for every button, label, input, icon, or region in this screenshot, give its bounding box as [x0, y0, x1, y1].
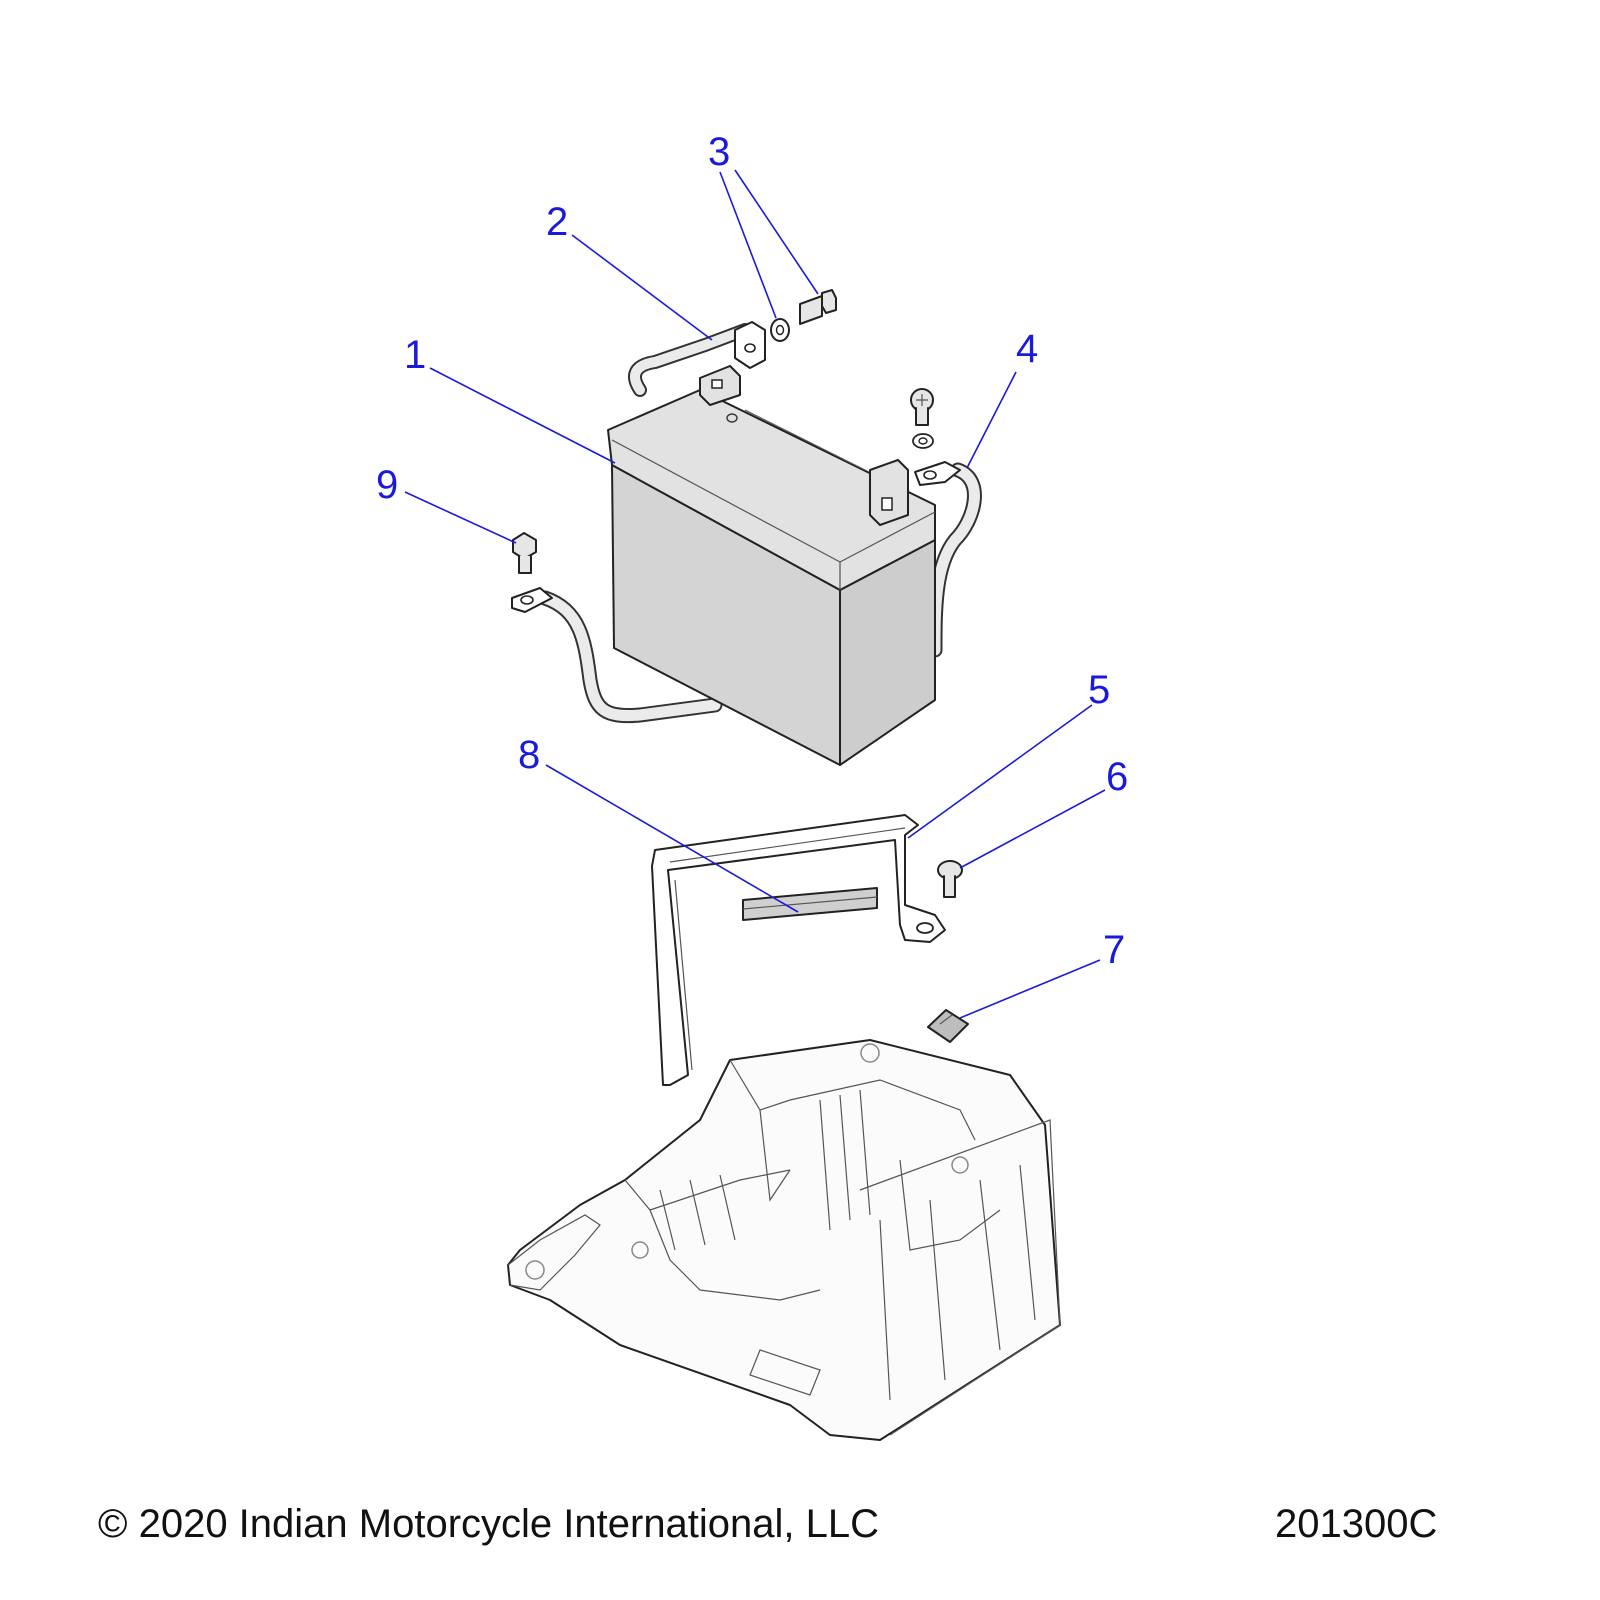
callouts: 1 2 3 4 5 6 7 8 9 [376, 130, 1128, 972]
leader-3b [734, 169, 819, 295]
leader-7 [959, 959, 1101, 1019]
battery-tray [507, 1039, 1061, 1441]
callout-2: 2 [546, 200, 568, 244]
battery-pad [742, 887, 878, 921]
leader-lines [404, 169, 1106, 1019]
bolt-3 [799, 289, 837, 325]
clip-nut [927, 1009, 969, 1043]
drawing-number: 201300C [1275, 1502, 1438, 1546]
washer-3 [770, 318, 790, 342]
callout-9: 9 [376, 463, 398, 507]
negative-cable [511, 587, 723, 724]
callout-4: 4 [1016, 327, 1038, 371]
callout-1: 1 [404, 333, 426, 377]
callout-5: 5 [1088, 668, 1110, 712]
leader-1 [429, 367, 616, 464]
leader-9 [404, 491, 517, 544]
screw-6 [937, 860, 963, 898]
copyright-text: © 2020 Indian Motorcycle International, … [98, 1502, 880, 1546]
bolt-9 [512, 532, 537, 574]
leader-8 [545, 764, 799, 913]
callout-8: 8 [518, 733, 540, 777]
battery [607, 323, 936, 766]
leader-4 [966, 371, 1017, 469]
hold-down-bracket [651, 814, 946, 1086]
leader-5 [907, 704, 1093, 839]
cable-2-lug [734, 321, 766, 369]
leader-2 [571, 234, 713, 341]
leader-3a [719, 171, 777, 319]
leader-6 [959, 789, 1106, 869]
callout-3: 3 [708, 130, 730, 174]
callout-7: 7 [1103, 928, 1125, 972]
callout-6: 6 [1106, 755, 1128, 799]
